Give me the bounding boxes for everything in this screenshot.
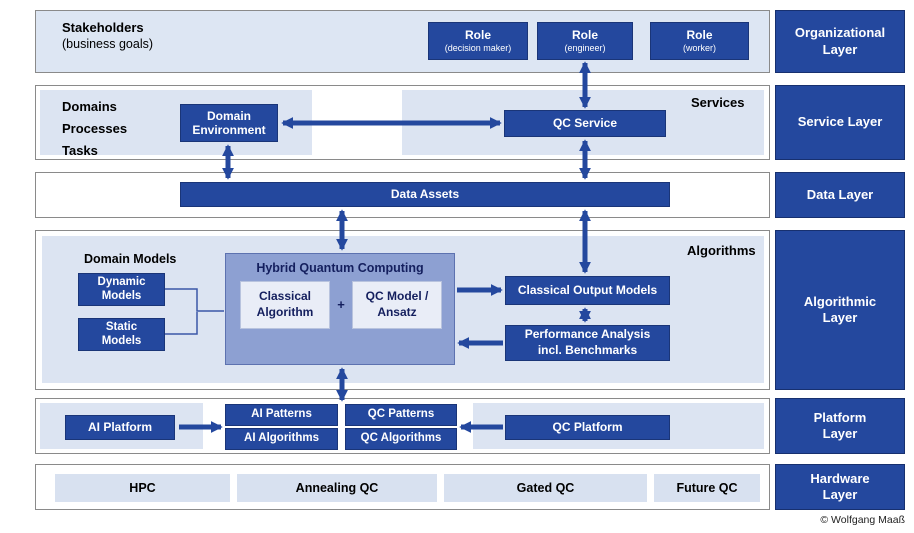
ai-algorithms-box: AI Algorithms (225, 428, 338, 450)
role-title: Role (686, 27, 713, 42)
annealing-qc-box: Annealing QC (237, 474, 437, 502)
domain-models-heading: Domain Models (84, 252, 177, 266)
future-qc-box: Future QC (654, 474, 760, 502)
role-subtitle: (worker) (683, 43, 716, 54)
stakeholders-title: Stakeholders (62, 20, 144, 35)
performance-analysis-box: Performance Analysis incl. Benchmarks (505, 325, 670, 361)
role-title: Role (464, 27, 491, 42)
hpc-box: HPC (55, 474, 230, 502)
organizational-layer-label: Organizational Layer (775, 10, 905, 73)
data-assets-bar: Data Assets (180, 182, 670, 207)
qc-service-box: QC Service (504, 110, 666, 137)
domains-processes-tasks-heading: Domains Processes Tasks (62, 99, 128, 158)
hybrid-title: Hybrid Quantum Computing (256, 261, 424, 275)
qc-patterns-box: QC Patterns (345, 404, 457, 426)
platform-layer-label: Platform Layer (775, 398, 905, 454)
stakeholders-subtitle: (business goals) (62, 37, 154, 51)
role-subtitle: (engineer) (564, 43, 606, 54)
qc-model-ansatz-box: QC Model / Ansatz (352, 281, 442, 329)
role-decision-maker-box: Role (decision maker) (428, 22, 528, 60)
copyright-text: © Wolfgang Maaß (820, 514, 905, 526)
ai-patterns-box: AI Patterns (225, 404, 338, 426)
role-subtitle: (decision maker) (444, 43, 512, 54)
data-layer-label: Data Layer (775, 172, 905, 218)
static-models-box: Static Models (78, 318, 165, 351)
classical-algorithm-box: Classical Algorithm (240, 281, 330, 329)
algorithmic-layer-label: Algorithmic Layer (775, 230, 905, 390)
plus-sign: + (337, 297, 345, 312)
gated-qc-box: Gated QC (444, 474, 647, 502)
organizational-band (35, 10, 770, 73)
classical-output-models-box: Classical Output Models (505, 276, 670, 305)
hardware-layer-label: Hardware Layer (775, 464, 905, 510)
dynamic-models-box: Dynamic Models (78, 273, 165, 306)
qc-platform-box: QC Platform (505, 415, 670, 440)
qc-algorithms-box: QC Algorithms (345, 428, 457, 450)
algorithms-heading: Algorithms (687, 243, 756, 258)
service-layer-label: Service Layer (775, 85, 905, 160)
role-engineer-box: Role (engineer) (537, 22, 633, 60)
ai-platform-box: AI Platform (65, 415, 175, 440)
services-heading: Services (691, 95, 745, 110)
domain-environment-box: Domain Environment (180, 104, 278, 142)
role-worker-box: Role (worker) (650, 22, 749, 60)
role-title: Role (571, 27, 598, 42)
